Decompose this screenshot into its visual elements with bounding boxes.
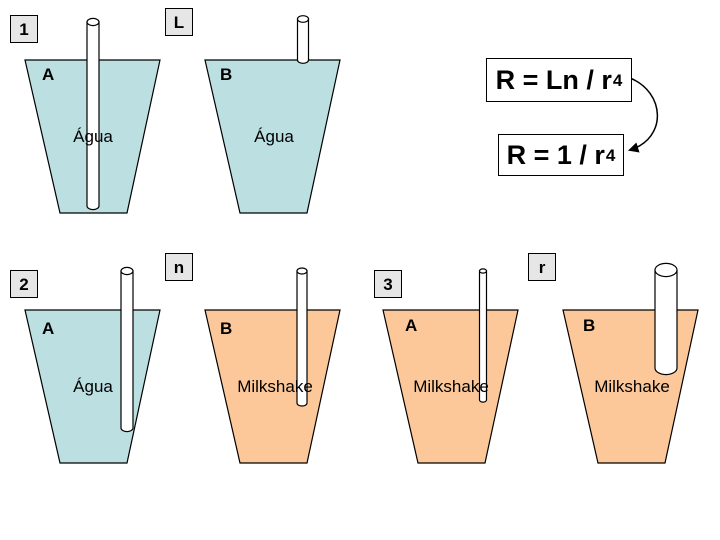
- cup-1b-letter: B: [220, 65, 233, 84]
- cup-1b-liquid-label: Água: [254, 127, 294, 146]
- formula-resistance-full-text: R = Ln / r: [495, 64, 612, 95]
- cup-3b-letter: B: [583, 316, 596, 335]
- scene-1-tag: L: [165, 8, 193, 36]
- cup-3b-tube: [654, 262, 678, 376]
- cup-2a-tube: [120, 266, 134, 433]
- scene-3-number: 3: [374, 270, 402, 298]
- formula-resistance-simplified-exponent: 4: [605, 145, 616, 165]
- scene-1-number: 1: [10, 15, 38, 43]
- scene-2-number: 2: [10, 270, 38, 298]
- cup-3b-liquid-label: Milkshake: [594, 377, 670, 396]
- cup-3a-tube: [478, 268, 488, 403]
- cup-1b-body: [204, 59, 341, 214]
- cup-2b-liquid-label: Milkshake: [237, 377, 313, 396]
- cup-3a-liquid-label: Milkshake: [413, 377, 489, 396]
- cup-1a-liquid-label: Água: [73, 127, 113, 146]
- cup-3a-letter: A: [405, 316, 418, 335]
- cup-1b-tube: [296, 15, 310, 64]
- formula-resistance-full-exponent: 4: [612, 70, 623, 90]
- formula-resistance-simplified-text: R = 1 / r: [506, 139, 605, 170]
- curved-arrow: [627, 77, 659, 153]
- cup-2a-liquid-label: Água: [73, 377, 113, 396]
- cup-1a-tube: [86, 17, 100, 211]
- cup-2b-letter: B: [220, 319, 233, 338]
- cup-1a-letter: A: [42, 65, 55, 84]
- scene-2-tag: n: [165, 253, 193, 281]
- cup-2b-tube: [296, 267, 308, 407]
- scene-3-tag: r: [528, 253, 556, 281]
- cup-2a-letter: A: [42, 319, 55, 338]
